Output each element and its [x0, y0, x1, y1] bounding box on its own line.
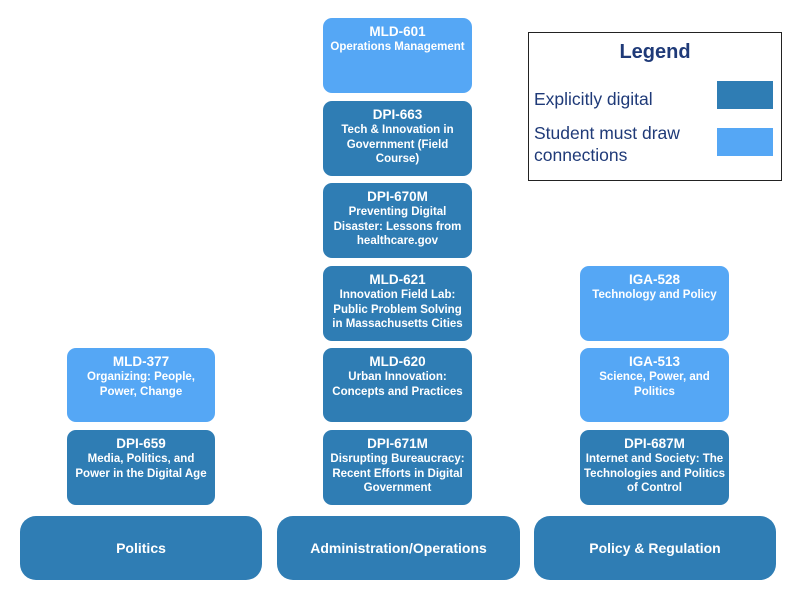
legend-swatch-explicitly-digital	[717, 81, 773, 109]
course-box-mld-377: MLD-377 Organizing: People, Power, Chang…	[67, 348, 215, 422]
legend-title: Legend	[619, 41, 691, 63]
legend: Legend Explicitly digital Student must d…	[528, 32, 782, 181]
course-title: Preventing Digital Disaster: Lessons fro…	[333, 206, 462, 247]
course-code: DPI-659	[116, 436, 166, 451]
course-title: Technology and Policy	[592, 289, 717, 301]
course-box-mld-621: MLD-621 Innovation Field Lab: Public Pro…	[323, 266, 472, 341]
course-title: Innovation Field Lab: Public Problem Sol…	[332, 289, 463, 330]
pillar-base-policy-regulation: Policy & Regulation	[534, 516, 776, 580]
course-box-dpi-671m: DPI-671M Disrupting Bureaucracy: Recent …	[323, 430, 472, 505]
course-code: DPI-687M	[624, 436, 685, 451]
course-box-iga-528: IGA-528 Technology and Policy	[580, 266, 729, 341]
pillar-base-politics: Politics	[20, 516, 262, 580]
course-code: IGA-513	[628, 354, 681, 369]
course-code: DPI-663	[372, 107, 423, 122]
legend-label-line-2: connections	[534, 145, 628, 165]
legend-label-student-connections: Student must draw connections	[534, 122, 680, 166]
course-box-dpi-663: DPI-663 Tech & Innovation in Government …	[323, 101, 472, 176]
course-title: Media, Politics, and Power in the Digita…	[75, 453, 207, 480]
course-code: MLD-377	[112, 354, 170, 369]
course-code: MLD-601	[369, 24, 426, 39]
course-code: MLD-620	[369, 354, 426, 369]
legend-label-explicitly-digital: Explicitly digital	[534, 89, 653, 109]
course-title: Internet and Society: The Technologies a…	[584, 453, 726, 494]
course-code: MLD-621	[369, 272, 426, 287]
course-title: Science, Power, and Politics	[599, 371, 710, 398]
course-code: IGA-528	[628, 272, 681, 287]
pillar-base-administration-operations: Administration/Operations	[277, 516, 520, 580]
course-box-dpi-687m: DPI-687M Internet and Society: The Techn…	[580, 430, 729, 505]
course-title: Disrupting Bureaucracy: Recent Efforts i…	[330, 453, 465, 494]
course-box-mld-620: MLD-620 Urban Innovation: Concepts and P…	[323, 348, 472, 422]
course-title: Operations Management	[330, 41, 465, 53]
legend-label-line-1: Student must draw	[534, 123, 680, 143]
legend-swatch-student-connections	[717, 128, 773, 156]
course-title: Urban Innovation: Concepts and Practices	[332, 371, 463, 398]
course-code: DPI-670M	[367, 189, 428, 204]
course-box-iga-513: IGA-513 Science, Power, and Politics	[580, 348, 729, 422]
course-code: DPI-671M	[367, 436, 428, 451]
course-box-dpi-659: DPI-659 Media, Politics, and Power in th…	[67, 430, 215, 505]
course-box-dpi-670m: DPI-670M Preventing Digital Disaster: Le…	[323, 183, 472, 258]
course-title: Tech & Innovation in Government (Field C…	[341, 124, 454, 165]
course-box-mld-601: MLD-601 Operations Management	[323, 18, 472, 93]
course-title: Organizing: People, Power, Change	[87, 371, 195, 398]
